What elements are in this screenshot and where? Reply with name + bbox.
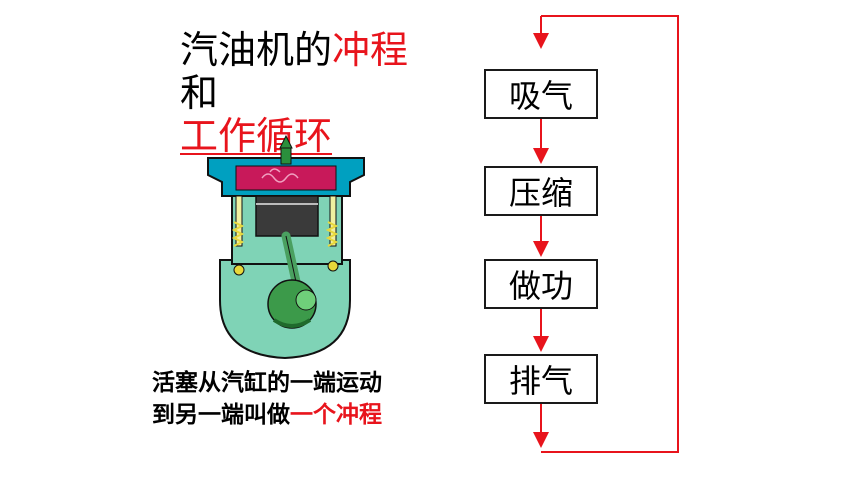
caption-black-text: 到另一端叫做	[152, 402, 290, 428]
caption-line-1: 活塞从汽缸的一端运动	[152, 370, 382, 396]
step-intake-box: 吸气	[484, 69, 598, 119]
caption-line-2: 到另一端叫做一个冲程	[152, 400, 382, 430]
title-red-text: 冲程	[332, 28, 409, 72]
return-loop-line	[541, 15, 679, 453]
step-power-box: 做功	[484, 259, 598, 309]
title-line-1: 汽油机的冲程	[180, 30, 408, 70]
step-exhaust-box: 排气	[484, 354, 598, 404]
cycle-arrows	[533, 15, 679, 453]
title-line-2: 和	[180, 71, 219, 115]
title-black-text: 汽油机的	[180, 28, 333, 72]
caption-red-text: 一个冲程	[290, 402, 382, 428]
engine-cylinder-illustration	[207, 134, 365, 360]
step-compression-box: 压缩	[484, 166, 598, 216]
title-line-3: 工作循环	[180, 114, 333, 158]
